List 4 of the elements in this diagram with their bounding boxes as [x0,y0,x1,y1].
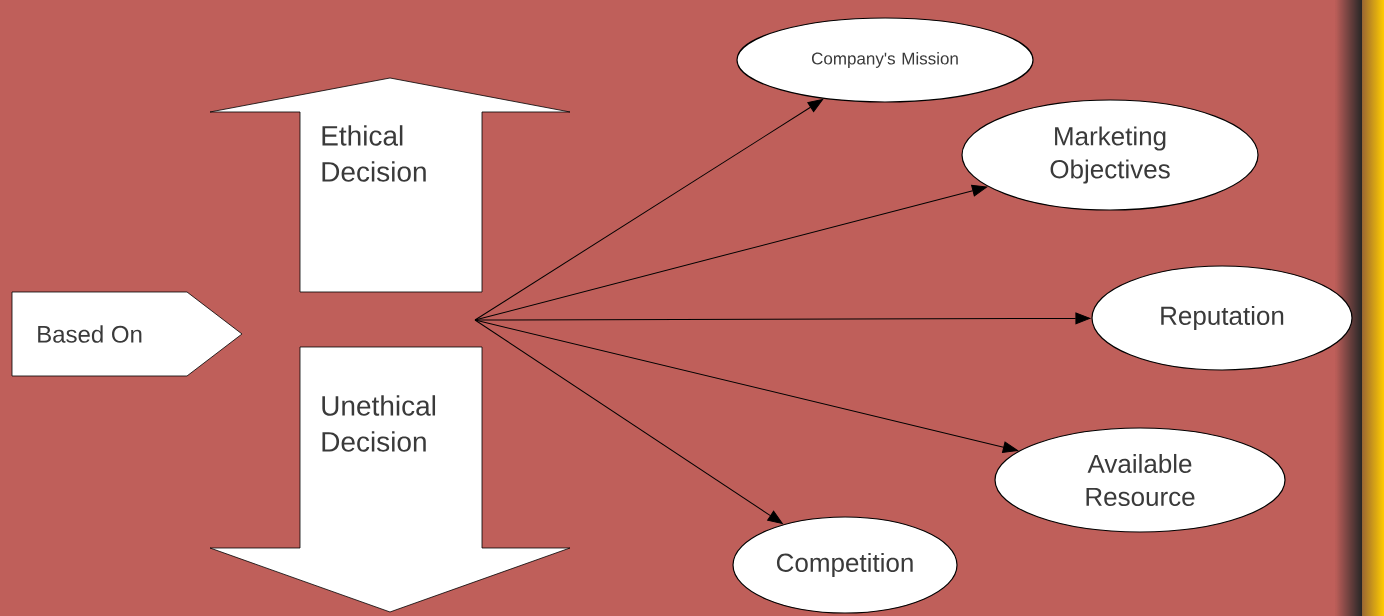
arrow [474,312,1091,325]
arrow [474,319,1018,453]
arrow [474,319,783,524]
arrow [474,99,824,321]
